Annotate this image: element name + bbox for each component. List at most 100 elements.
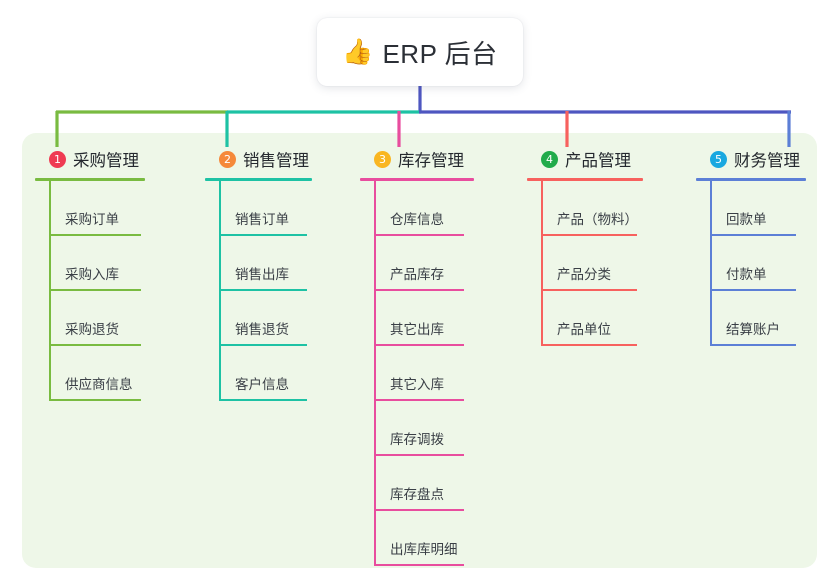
branch-item-label: 结算账户 [726,322,780,337]
branch-number-badge: 5 [710,150,727,168]
branch-header-rule [35,178,145,181]
branch-number-badge: 3 [374,150,391,168]
branch-item[interactable]: 库存调拨 [360,401,474,456]
branch-item-label: 产品（物料） [557,212,638,227]
branch-item-label: 库存调拨 [390,432,444,447]
branch-title: 产品管理 [565,152,631,170]
branch-item-label: 出库库明细 [390,542,458,557]
branch-item[interactable]: 采购退货 [35,291,145,346]
branch-item-label: 采购订单 [65,212,119,227]
branch-column-4: 4 产品管理产品（物料） 产品分类产品单位 [527,146,643,346]
branch-item-label: 其它入库 [390,377,444,392]
branch-item-rule [541,344,637,346]
branch-item-label: 销售退货 [235,322,289,337]
branch-item-rule [219,234,307,236]
branch-header-rule [527,178,643,181]
branch-item-list: 产品（物料） 产品分类产品单位 [527,181,643,346]
branch-header-4[interactable]: 4 产品管理 [527,146,643,172]
branch-item-rule [710,344,796,346]
branch-item-list: 销售订单销售出库销售退货客户信息 [205,181,312,401]
branch-item[interactable]: 付款单 [696,236,806,291]
branch-item[interactable]: 产品（物料） [527,181,643,236]
branch-item-rule [710,289,796,291]
branch-item-rule [374,234,464,236]
branch-item-rule [49,234,141,236]
branch-title: 库存管理 [398,152,464,170]
branch-spine [374,181,376,566]
branch-header-rule [205,178,312,181]
branch-item-rule [374,344,464,346]
branch-column-3: 3 库存管理仓库信息产品库存其它出库其它入库库存调拨库存盘点出库库明细 [360,146,474,566]
branch-item-rule [49,289,141,291]
branch-item-rule [219,289,307,291]
branch-item[interactable]: 客户信息 [205,346,312,401]
branch-column-2: 2 销售管理销售订单销售出库销售退货客户信息 [205,146,312,401]
branch-item[interactable]: 其它入库 [360,346,474,401]
branch-item[interactable]: 结算账户 [696,291,806,346]
branch-item[interactable]: 出库库明细 [360,511,474,566]
branch-title: 财务管理 [734,152,800,170]
branch-item[interactable]: 其它出库 [360,291,474,346]
branch-item[interactable]: 销售退货 [205,291,312,346]
branch-number-badge: 4 [541,150,558,168]
branch-item-rule [541,234,637,236]
branch-item-rule [710,234,796,236]
branch-number-badge: 1 [49,150,66,168]
branch-number-badge: 2 [219,150,236,168]
branch-item-label: 库存盘点 [390,487,444,502]
branch-item-label: 销售出库 [235,267,289,282]
branch-header-3[interactable]: 3 库存管理 [360,146,474,172]
branch-title: 采购管理 [73,152,139,170]
branch-item-rule [541,289,637,291]
branch-item[interactable]: 仓库信息 [360,181,474,236]
branch-item-label: 客户信息 [235,377,289,392]
root-node[interactable]: 👍 ERP 后台 [317,18,523,86]
branch-item[interactable]: 回款单 [696,181,806,236]
branch-item[interactable]: 产品库存 [360,236,474,291]
branch-item[interactable]: 采购订单 [35,181,145,236]
branch-item-rule [219,399,307,401]
branch-item-rule [374,454,464,456]
branch-item-label: 供应商信息 [65,377,133,392]
branch-title: 销售管理 [243,152,309,170]
branch-item-label: 付款单 [726,267,767,282]
branch-item-label: 回款单 [726,212,767,227]
branch-item[interactable]: 产品分类 [527,236,643,291]
branch-item-rule [374,564,464,566]
branch-item-rule [374,399,464,401]
branch-item-list: 采购订单采购入库采购退货供应商信息 [35,181,145,401]
branch-spine [541,181,543,346]
branch-item-label: 采购入库 [65,267,119,282]
branch-item[interactable]: 销售出库 [205,236,312,291]
branch-item[interactable]: 采购入库 [35,236,145,291]
branch-item-rule [49,344,141,346]
branch-spine [49,181,51,401]
branch-item-label: 产品单位 [557,322,611,337]
branch-item-label: 采购退货 [65,322,119,337]
branch-item-label: 销售订单 [235,212,289,227]
branches-panel [22,133,817,568]
branch-header-1[interactable]: 1 采购管理 [35,146,145,172]
branch-item[interactable]: 供应商信息 [35,346,145,401]
branch-item-rule [49,399,141,401]
root-node-label: ERP 后台 [382,38,498,69]
branch-item[interactable]: 销售订单 [205,181,312,236]
branch-item-list: 仓库信息产品库存其它出库其它入库库存调拨库存盘点出库库明细 [360,181,474,566]
branch-header-5[interactable]: 5 财务管理 [696,146,806,172]
branch-item-rule [374,509,464,511]
branch-item-rule [374,289,464,291]
branch-item-list: 回款单付款单结算账户 [696,181,806,346]
branch-header-rule [696,178,806,181]
branch-item[interactable]: 产品单位 [527,291,643,346]
branch-item-label: 产品库存 [390,267,444,282]
branch-column-5: 5 财务管理回款单付款单结算账户 [696,146,806,346]
branch-header-2[interactable]: 2 销售管理 [205,146,312,172]
branch-spine [219,181,221,401]
branch-column-1: 1 采购管理采购订单采购入库采购退货供应商信息 [35,146,145,401]
branch-item-label: 其它出库 [390,322,444,337]
branch-spine [710,181,712,346]
branch-header-rule [360,178,474,181]
branch-item[interactable]: 库存盘点 [360,456,474,511]
thumbs-up-icon: 👍 [342,37,374,66]
